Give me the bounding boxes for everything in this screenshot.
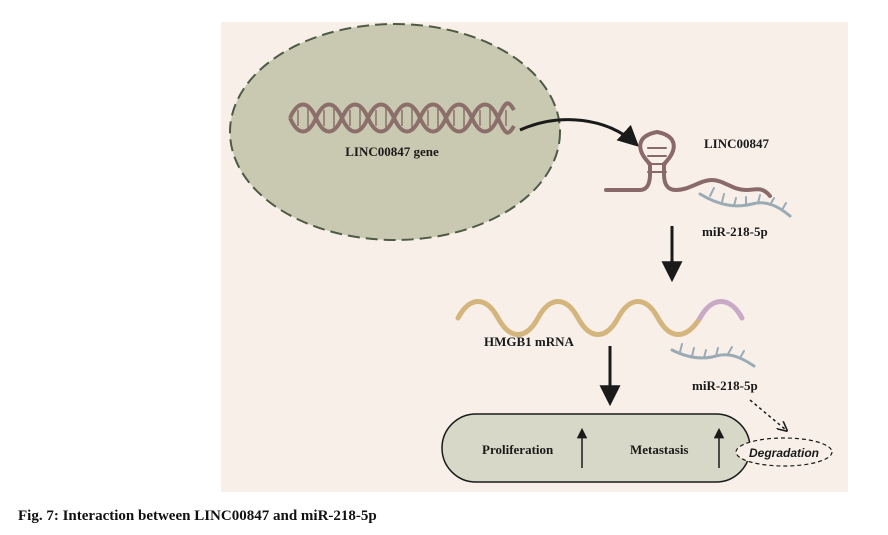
mirna-top-icon [698,187,792,218]
proliferation-label: Proliferation [482,442,554,457]
mirna-top-label: miR-218-5p [702,224,768,239]
degradation-ellipse [735,437,833,467]
degradation-label: Degradation [749,446,819,460]
lncrna-label: LINC00847 [704,136,770,151]
transcription-arrow [519,118,640,147]
metastasis-label: Metastasis [630,442,689,457]
lncrna-hairpin-icon [604,129,772,198]
mirna-bottom-label: miR-218-5p [692,378,758,393]
mirna-bottom-icon [670,343,756,368]
figure-caption: Fig. 7: Interaction between LINC00847 an… [18,508,377,524]
degradation-arrow [749,399,786,430]
mrna-label: HMGB1 mRNA [484,334,575,349]
nucleus [229,23,561,241]
dna-helix-icon [288,101,516,135]
nucleus-label: LINC00847 gene [345,144,439,159]
hmgb1-mrna-icon [455,299,745,337]
